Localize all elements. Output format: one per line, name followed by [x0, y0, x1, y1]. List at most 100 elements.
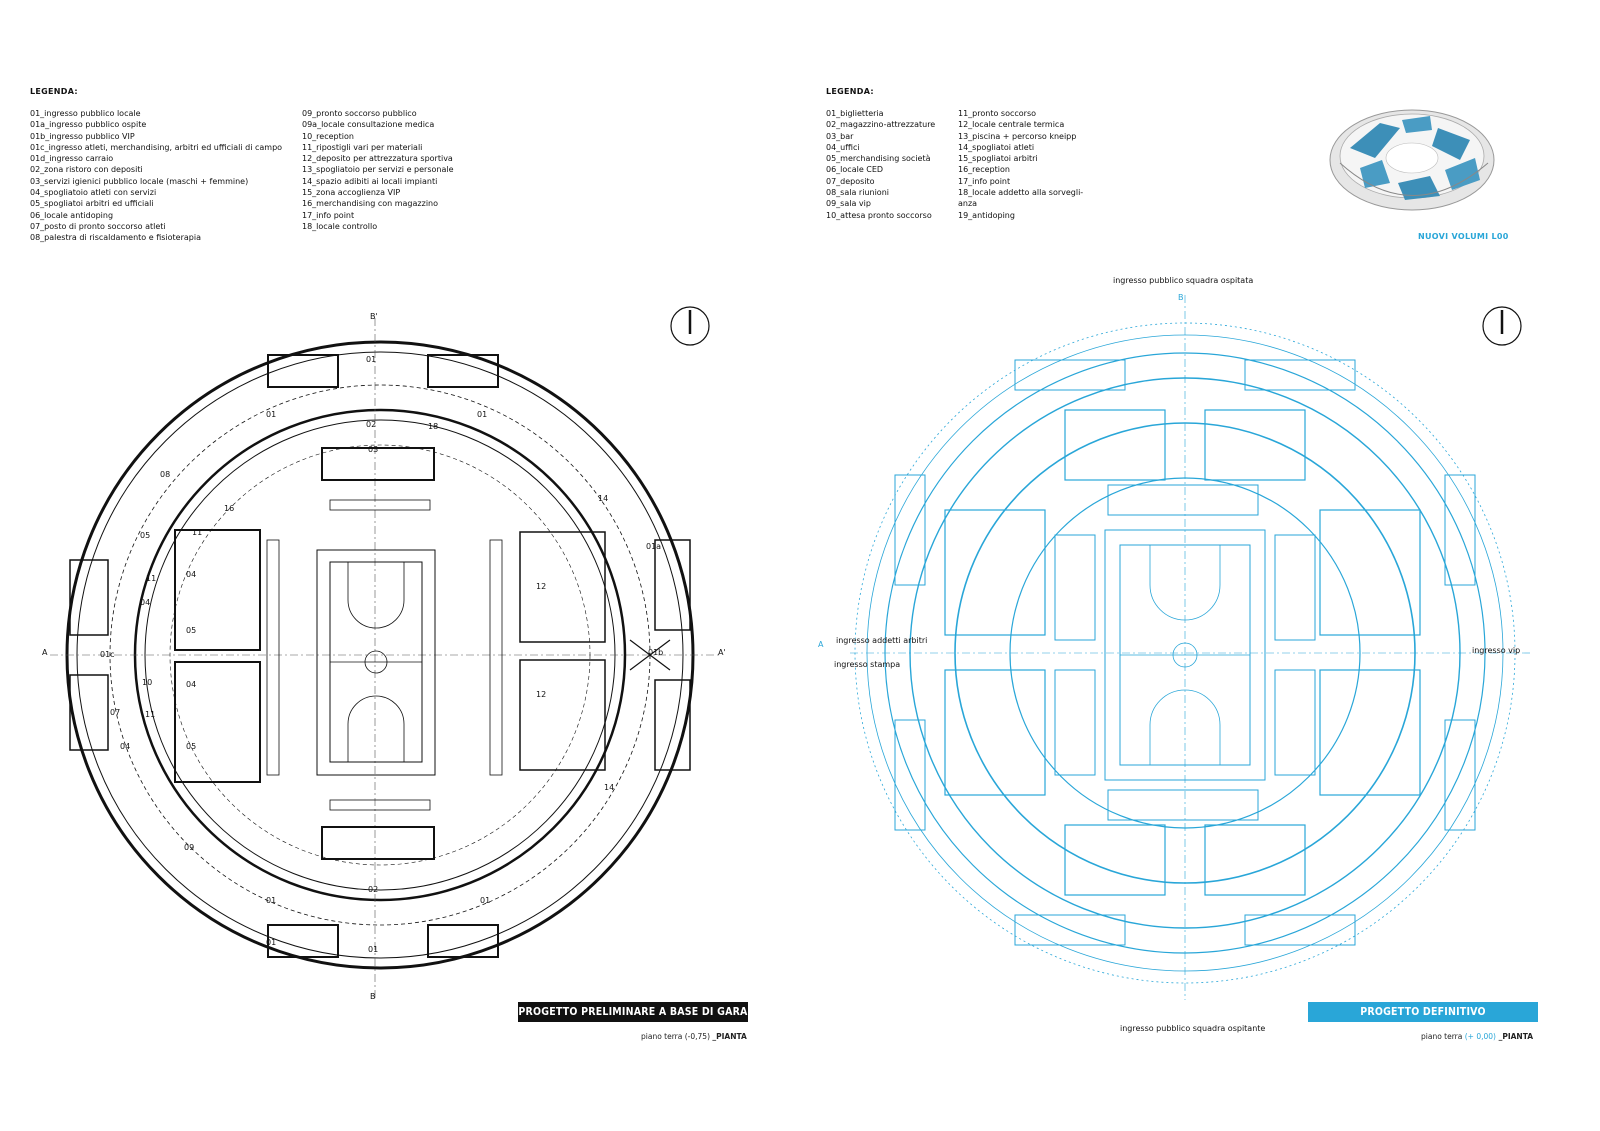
left-room-label: 01 [266, 896, 277, 905]
left-room-label: 11 [146, 574, 157, 583]
left-legend-item: 03_servizi igienici pubblico locale (mas… [30, 176, 249, 186]
north-arrow-icon [670, 306, 710, 346]
right-legend-col1: 01_biglietteria 02_magazzino-attrezzature… [826, 108, 935, 221]
right-legend-item: 01_biglietteria [826, 109, 884, 118]
left-room-label: 04 [140, 598, 151, 607]
left-legend-item: 13_spogliatoio per servizi e personale [302, 165, 454, 175]
entry-stampa-label: ingresso stampa [834, 660, 901, 669]
thumbnail-3d-volumes [1329, 109, 1495, 211]
left-room-label: 10 [142, 678, 153, 687]
left-room-label: 14 [598, 494, 609, 503]
left-room-label: 11 [145, 710, 156, 719]
left-caption: piano terra (-0,75) _PIANTA [641, 1032, 747, 1041]
right-legend-item: 14_spogliatoi atleti [958, 142, 1035, 152]
left-legend-item: 06_locale antidoping [30, 210, 114, 220]
left-banner: PROGETTO PRELIMINARE A BASE DI GARA [518, 1002, 748, 1022]
left-room-label: 07 [110, 708, 121, 717]
left-legend-item: 01b_ingresso pubblico VIP [30, 131, 135, 141]
left-legend-item: 01d_ingresso carraio [30, 154, 114, 164]
entry-top-label: ingresso pubblico squadra ospitata [1113, 276, 1254, 285]
right-legend-item: 02_magazzino-attrezzature [826, 120, 936, 130]
left-room-label: 09 [184, 843, 195, 852]
right-axis-top: B [1178, 293, 1184, 302]
left-legend-item: 12_deposito per attrezzatura sportiva [302, 154, 453, 164]
left-legend-item: 09_pronto soccorso pubblico [302, 109, 417, 118]
right-legend-item: 15_spogliatoi arbitri [958, 154, 1038, 164]
left-room-label: 14 [604, 783, 615, 792]
left-legend-item: 01_ingresso pubblico locale [30, 109, 141, 118]
left-room-label: 01 [368, 945, 379, 954]
left-room-label: 01 [266, 938, 277, 947]
entry-bottom-label: ingresso pubblico squadra ospitante [1120, 1024, 1266, 1033]
left-room-label: 01 [266, 410, 277, 419]
left-legend-item: 16_merchandising con magazzino [302, 199, 438, 209]
left-legend-item: 07_posto di pronto soccorso atleti [30, 221, 166, 231]
right-legend-item: 13_piscina + percorso kneipp [958, 131, 1077, 141]
right-legend-item: 04_uffici [826, 142, 860, 152]
left-room-label: 04 [186, 570, 197, 579]
left-legend-item: 05_spogliatoi arbitri ed ufficiali [30, 199, 154, 209]
left-axis-right: A' [718, 648, 726, 657]
right-caption-accent: (+ 0,00) [1464, 1032, 1496, 1041]
left-legend-item: 01c_ingresso atleti, merchandising, arbi… [30, 142, 283, 152]
right-floor-plan [850, 295, 1530, 1000]
left-legend-item: 01a_ingresso pubblico ospite [30, 120, 147, 130]
right-legend-item: 06_locale CED [826, 165, 884, 175]
left-room-label: 01 [480, 896, 491, 905]
left-room-label: 01 [366, 355, 377, 364]
right-legend-item: anza [958, 199, 978, 209]
left-room-label: 01a [646, 542, 662, 551]
thumbnail-label: NUOVI VOLUMI L00 [1418, 232, 1509, 241]
left-floor-plan [50, 318, 720, 1000]
left-room-label: 04 [186, 680, 197, 689]
left-legend-item: 08_palestra di riscaldamento e fisiotera… [30, 233, 201, 243]
left-legend-item: 17_info point [302, 210, 355, 220]
left-legend-item: 11_ripostigli vari per materiali [302, 142, 423, 152]
right-banner: PROGETTO DEFINITIVO [1308, 1002, 1538, 1022]
right-axis-left: A [818, 640, 824, 649]
left-axis-bottom: B [370, 992, 376, 1001]
left-room-label: 16 [224, 504, 235, 513]
right-legend-item: 16_reception [958, 165, 1010, 175]
left-caption-text: piano terra (-0,75) [641, 1032, 713, 1041]
entry-arbitri-label: ingresso addetti arbitri [836, 636, 928, 645]
left-room-label: 05 [186, 626, 197, 635]
left-caption-strong: _PIANTA [712, 1032, 747, 1041]
right-legend-item: 11_pronto soccorso [958, 109, 1037, 118]
left-legend-col1: 01_ingresso pubblico locale 01a_ingresso … [30, 108, 282, 244]
right-legend-item: 05_merchandising società [826, 154, 931, 164]
right-legend-item: 18_locale addetto alla sorvegli- [958, 188, 1084, 198]
right-caption-strong: _PIANTA [1495, 1032, 1534, 1041]
left-room-label: 08 [160, 470, 171, 479]
left-legend-col2: 09_pronto soccorso pubblico 09a_locale co… [302, 108, 454, 232]
right-legend-item: 19_antidoping [958, 210, 1015, 220]
left-room-label: 01b [648, 648, 664, 657]
left-room-label: 01 [477, 410, 488, 419]
left-legend-item: 09a_locale consultazione medica [302, 120, 435, 130]
left-room-label: 12 [536, 690, 547, 699]
left-room-label: 03 [368, 445, 379, 454]
right-legend-item: 03_bar [826, 131, 854, 141]
left-room-label: 01c [100, 650, 115, 659]
north-arrow-icon [1482, 306, 1522, 346]
left-legend-item: 10_reception [302, 131, 354, 141]
left-axis-left: A [42, 648, 48, 657]
left-legend-item: 18_locale controllo [302, 221, 378, 231]
left-room-label: 05 [140, 531, 151, 540]
right-caption-text: piano terra [1421, 1032, 1465, 1041]
left-legend-title: LEGENDA: [30, 87, 78, 96]
left-room-label: 02 [368, 885, 379, 894]
entry-vip-label: ingresso vip [1472, 646, 1521, 655]
left-room-label: 11 [192, 528, 203, 537]
left-room-label: 05 [186, 742, 197, 751]
left-room-label: 18 [428, 422, 439, 431]
right-legend-item: 08_sala riunioni [826, 188, 889, 198]
left-legend-item: 02_zona ristoro con depositi [30, 165, 143, 175]
right-legend-item: 17_info point [958, 176, 1011, 186]
right-legend-title: LEGENDA: [826, 87, 874, 96]
left-legend-item: 15_zona accoglienza VIP [302, 188, 401, 198]
left-room-label: 04 [120, 742, 131, 751]
right-legend-item: 07_deposito [826, 176, 875, 186]
right-legend-item: 10_attesa pronto soccorso [826, 210, 932, 220]
